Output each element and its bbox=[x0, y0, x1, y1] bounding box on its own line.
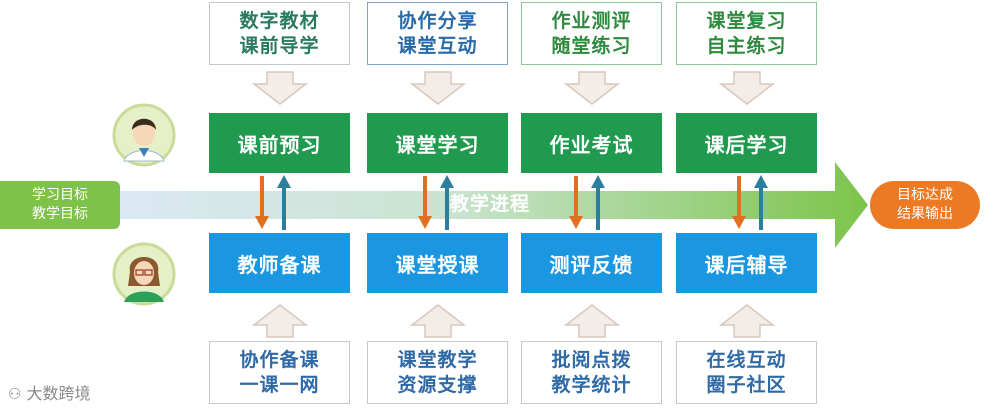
top-box-2: 协作分享 课堂互动 bbox=[367, 2, 508, 65]
top-box-4-line2: 自主练习 bbox=[706, 34, 787, 57]
bottom-box-3-line2: 教学统计 bbox=[551, 373, 632, 396]
down-arrow-3 bbox=[563, 71, 621, 105]
teacher-step-1: 教师备课 bbox=[209, 233, 350, 293]
student-step-3: 作业考试 bbox=[521, 113, 662, 173]
student-step-1: 课前预习 bbox=[209, 113, 350, 173]
teacher-avatar-icon bbox=[112, 242, 176, 306]
teacher-step-2: 课堂授课 bbox=[367, 233, 508, 293]
up-arrow-4 bbox=[718, 304, 776, 338]
top-box-1-line1: 数字教材 bbox=[239, 9, 320, 32]
right-result-line1: 目标达成 bbox=[897, 187, 953, 203]
top-box-3-line1: 作业测评 bbox=[551, 9, 632, 32]
arrow-pair-2 bbox=[418, 175, 454, 230]
top-box-4-line1: 课堂复习 bbox=[706, 9, 787, 32]
up-arrow-2 bbox=[409, 304, 467, 338]
bottom-box-4-line1: 在线互动 bbox=[706, 348, 787, 371]
watermark: ⚇ 大数跨境 bbox=[8, 380, 91, 404]
top-box-3: 作业测评 随堂练习 bbox=[521, 2, 662, 65]
left-goal-pill: 学习目标 教学目标 bbox=[0, 181, 120, 229]
right-result-line2: 结果输出 bbox=[897, 206, 953, 222]
top-box-4: 课堂复习 自主练习 bbox=[676, 2, 817, 65]
teacher-step-4: 课后辅导 bbox=[676, 233, 817, 293]
bottom-box-2-line2: 资源支撑 bbox=[397, 373, 478, 396]
student-step-2: 课堂学习 bbox=[367, 113, 508, 173]
left-goal-line1: 学习目标 bbox=[32, 187, 88, 203]
up-arrow-3 bbox=[563, 304, 621, 338]
bottom-box-4: 在线互动 圈子社区 bbox=[676, 341, 817, 404]
bottom-box-3-line1: 批阅点拨 bbox=[551, 348, 632, 371]
bottom-box-1-line1: 协作备课 bbox=[239, 348, 320, 371]
left-goal-line2: 教学目标 bbox=[32, 206, 88, 222]
top-box-2-line2: 课堂互动 bbox=[397, 34, 478, 57]
bottom-box-4-line2: 圈子社区 bbox=[706, 373, 787, 396]
arrow-pair-4 bbox=[732, 175, 768, 230]
teacher-step-3: 测评反馈 bbox=[521, 233, 662, 293]
student-avatar-icon bbox=[112, 103, 176, 167]
top-box-1: 数字教材 课前导学 bbox=[209, 2, 350, 65]
arrow-pair-1 bbox=[255, 175, 291, 230]
arrow-pair-3 bbox=[569, 175, 605, 230]
right-result-pill: 目标达成 结果输出 bbox=[870, 181, 980, 229]
bottom-box-2: 课堂教学 资源支撑 bbox=[367, 341, 508, 404]
top-box-2-line1: 协作分享 bbox=[397, 9, 478, 32]
bottom-box-2-line1: 课堂教学 bbox=[397, 348, 478, 371]
up-arrow-1 bbox=[251, 304, 309, 338]
top-box-3-line2: 随堂练习 bbox=[551, 34, 632, 57]
bottom-box-3: 批阅点拨 教学统计 bbox=[521, 341, 662, 404]
down-arrow-1 bbox=[251, 71, 309, 105]
watermark-logo-icon: ⚇ bbox=[8, 385, 22, 403]
bottom-box-1: 协作备课 一课一网 bbox=[209, 341, 350, 404]
bottom-box-1-line2: 一课一网 bbox=[239, 373, 320, 396]
down-arrow-2 bbox=[409, 71, 467, 105]
watermark-text: 大数跨境 bbox=[26, 384, 91, 403]
down-arrow-4 bbox=[718, 71, 776, 105]
process-label: 教学进程 bbox=[450, 193, 531, 215]
top-box-1-line2: 课前导学 bbox=[239, 34, 320, 57]
student-step-4: 课后学习 bbox=[676, 113, 817, 173]
